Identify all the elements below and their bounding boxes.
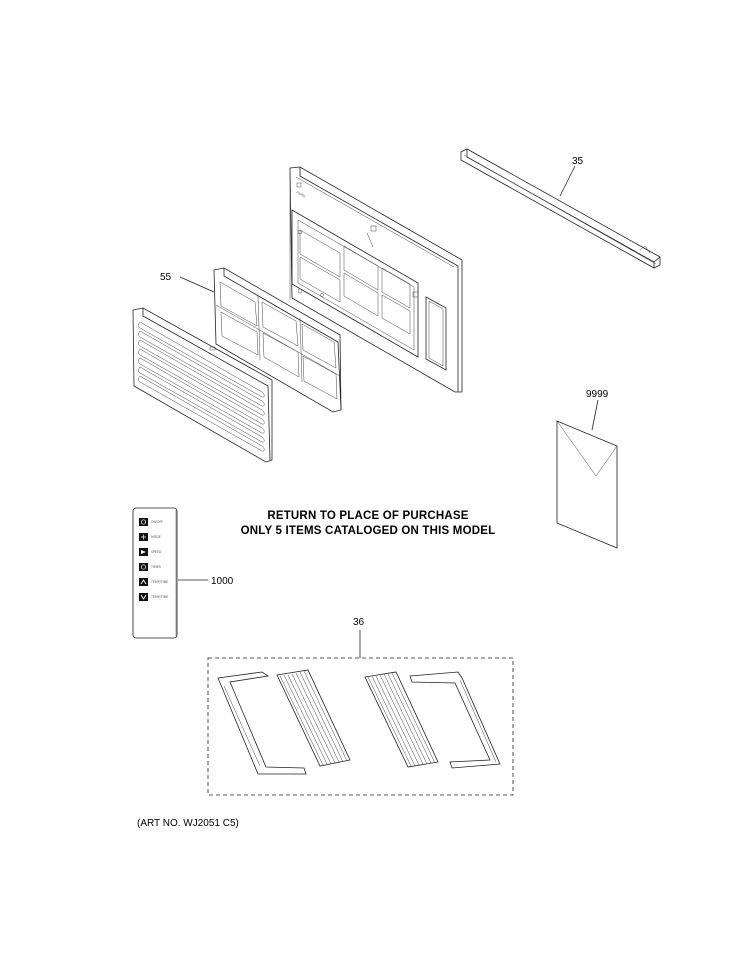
remote-button-label: ON/OFF xyxy=(151,520,163,524)
callout-remote[interactable]: 1000 xyxy=(211,576,234,587)
callout-curtain-kit[interactable]: 36 xyxy=(353,617,365,628)
curtain-kit-part[interactable] xyxy=(217,669,501,775)
chevron-up-icon xyxy=(140,579,147,585)
remote-button-label: TIMER xyxy=(150,565,162,569)
svg-text:Profile: Profile xyxy=(296,190,307,198)
curtain-kit-boundary xyxy=(207,657,514,796)
power-icon xyxy=(140,519,147,525)
remote-button-temp-up[interactable]: TEMP/TIME xyxy=(139,578,168,586)
callout-leader-manual xyxy=(591,399,599,431)
callout-leader-rail xyxy=(559,165,576,197)
callout-manual[interactable]: 9999 xyxy=(586,389,609,400)
mode-icon xyxy=(141,534,146,540)
remote-button-temp-down[interactable]: TEMP/TIME xyxy=(139,593,168,601)
remote-button-label: TEMP/TIME xyxy=(150,580,168,584)
chevron-down-icon xyxy=(140,594,147,600)
remote-control-part[interactable]: ON/OFF MODE SPEED TIMER TEMP/TIME TEMP/T… xyxy=(132,507,178,639)
art-number: (ART NO. WJ2051 C5) xyxy=(137,818,239,829)
fan-speed-icon xyxy=(141,550,146,554)
front-grille-part xyxy=(132,307,273,463)
callout-leader-filter xyxy=(179,276,215,293)
note-line-2: ONLY 5 ITEMS CATALOGED ON THIS MODEL xyxy=(241,525,496,537)
remote-button-label: SPEED xyxy=(151,550,162,554)
remote-button-mode[interactable]: MODE xyxy=(139,533,161,541)
callout-filter[interactable]: 55 xyxy=(160,272,172,283)
remote-button-power[interactable]: ON/OFF xyxy=(139,518,163,526)
remote-button-speed[interactable]: SPEED xyxy=(139,548,162,556)
front-panel-part: Profile xyxy=(289,166,463,393)
filter-part[interactable] xyxy=(213,267,342,413)
remote-button-label: MODE xyxy=(151,535,161,539)
top-rail-part[interactable] xyxy=(460,148,661,269)
note-line-1: RETURN TO PLACE OF PURCHASE xyxy=(267,510,468,522)
callout-rail[interactable]: 35 xyxy=(572,156,584,167)
timer-icon xyxy=(140,564,147,570)
remote-button-label: TEMP/TIME xyxy=(150,595,168,599)
remote-button-timer[interactable]: TIMER xyxy=(139,563,162,571)
owner-manual-part[interactable] xyxy=(556,420,618,549)
